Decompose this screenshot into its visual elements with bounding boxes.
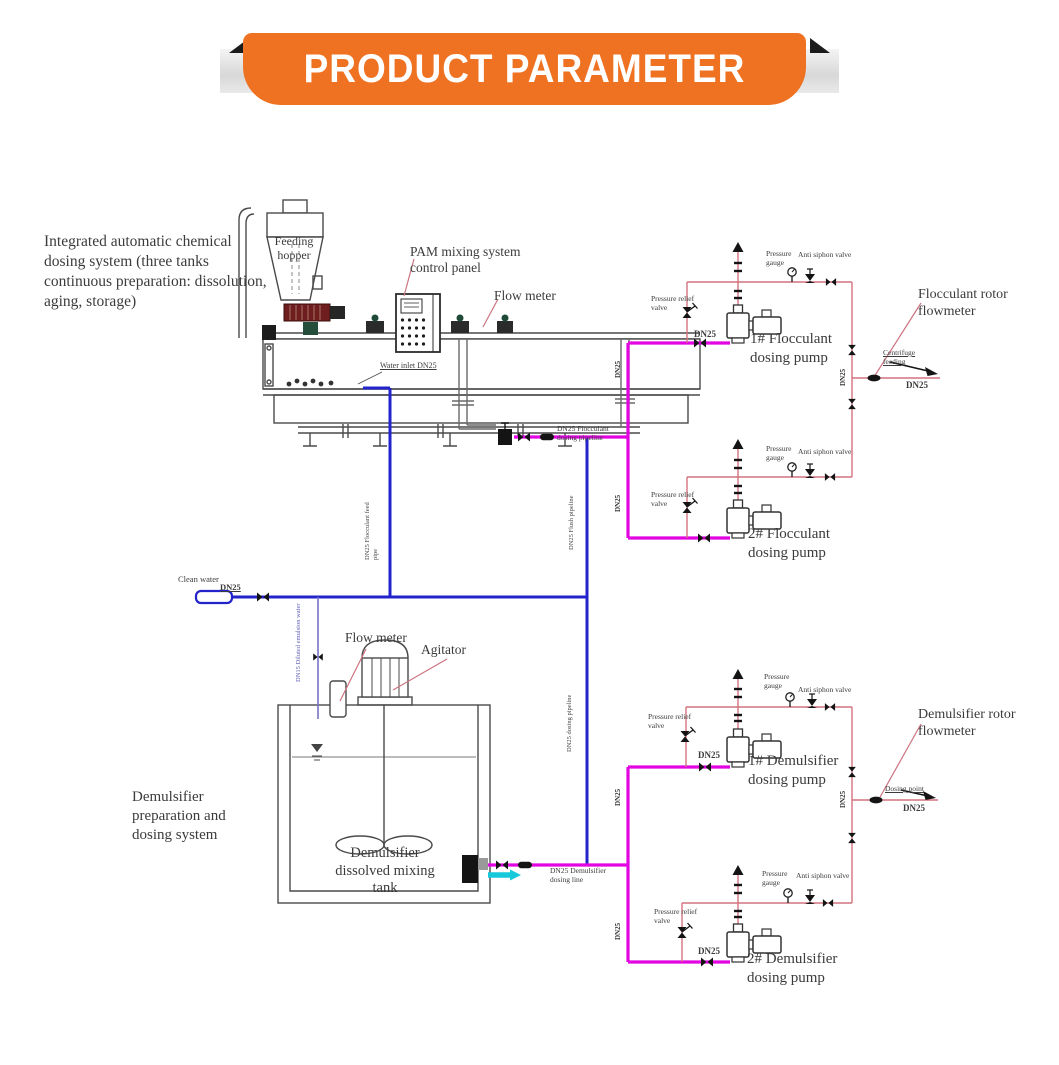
anti-siphon-label-f1: Anti siphon valve xyxy=(798,250,852,259)
anti-siphon-label-d2: Anti siphon valve xyxy=(796,871,850,880)
dn25-label: DN25 xyxy=(614,360,622,378)
flow-meter-label-top: Flow meter xyxy=(494,288,556,303)
dn25-label: DN25 xyxy=(614,494,622,512)
flocculant-feed-pipe-label: DN25 Flocculant feed pipe xyxy=(364,502,379,560)
rotor-flowmeter-icons xyxy=(867,374,883,804)
demulsifier-dosing-line-label: DN25 Demulsifier dosing line xyxy=(550,866,607,884)
pressure-gauge-label-f2: Pressure gauge xyxy=(766,444,792,462)
dn25-label: DN25 xyxy=(839,368,847,386)
flocculant-dosing-line-label: DN25 Flocculant dosing pipeline xyxy=(557,424,609,442)
dn25-label: DN25 xyxy=(903,803,925,813)
pam-panel-label: PAM mixing system control panel xyxy=(410,244,521,275)
water-inlet-label: Water inlet DN25 xyxy=(380,361,437,370)
pressure-gauge-label-d1: Pressure gauge xyxy=(764,672,790,690)
water-pipes xyxy=(194,386,589,865)
dn25-label: DN25 xyxy=(220,582,241,592)
pump-2-flocculant-label: 2# Flocculant dosing pump xyxy=(748,526,831,561)
relief-valve-label-d1: Pressure relief valve xyxy=(648,712,692,730)
clean-water-label: Clean water xyxy=(178,574,219,584)
feeding-hopper-label: Feeding hopper xyxy=(274,234,314,262)
dn25-label: DN25 xyxy=(614,788,622,806)
flow-meter-device xyxy=(329,680,347,718)
demulsifier-rotor-flowmeter-label: Demulsifier rotor flowmeter xyxy=(918,707,1016,739)
flocculant-rotor-flowmeter-label: Flocculant rotor flowmeter xyxy=(918,287,1008,319)
pump-1-flocculant-label: 1# Flocculant dosing pump xyxy=(750,331,833,366)
pressure-gauge-label-f1: Pressure gauge xyxy=(766,249,792,267)
relief-valve-label-f2: Pressure relief valve xyxy=(651,490,695,508)
pump-1-demulsifier-label: 1# Demulsifier dosing pump xyxy=(748,753,839,788)
dn25-label: DN25 xyxy=(694,329,716,339)
pump-2-demulsifier-label: 2# Demulsifier dosing pump xyxy=(747,951,838,986)
clean-water-nozzle xyxy=(194,589,234,605)
relief-valve-label-f1: Pressure relief valve xyxy=(651,294,695,312)
dn25-label: DN25 xyxy=(906,380,928,390)
flow-direction-arrows xyxy=(889,361,938,800)
relief-valve-label-d2: Pressure relief valve xyxy=(654,907,698,925)
control-panel xyxy=(395,293,441,353)
anti-siphon-label-f2: Anti siphon valve xyxy=(798,447,852,456)
mixing-tank-label: Demulsifier dissolved mixing tank xyxy=(335,845,435,896)
agitator-label: Agitator xyxy=(421,642,466,657)
label-leader-lines xyxy=(339,258,922,800)
section-title: PRODUCT PARAMETER xyxy=(303,46,746,91)
section-banner: PRODUCT PARAMETER xyxy=(243,33,806,105)
diluted-emulsion-line-label: DN15 Diluted emulsion water xyxy=(295,603,302,682)
pressure-gauge-label-d2: Pressure gauge xyxy=(762,869,788,887)
flow-meter-label-mid: Flow meter xyxy=(345,630,407,645)
dosing-point-label: Dosing point xyxy=(885,784,924,793)
hopper-feeder-and-fittings xyxy=(262,303,513,445)
demulsifier-tank xyxy=(277,639,491,904)
system2-description: Demulsifier preparation and dosing syste… xyxy=(132,789,226,843)
chemical-suction-pipes xyxy=(488,341,730,964)
dn25-label: DN25 xyxy=(698,750,720,760)
drain-arrow-icon xyxy=(510,869,521,881)
flush-pipeline-label: DN25 Flush pipeline xyxy=(568,495,575,550)
system1-description: Integrated automatic chemical dosing sys… xyxy=(44,233,267,310)
anti-siphon-label-d1: Anti siphon valve xyxy=(798,685,852,694)
dosing-pipeline-label: DN25 dosing pipeline xyxy=(566,694,573,752)
water-inlet-leader xyxy=(357,371,383,385)
tank-outlet xyxy=(462,855,478,883)
dn25-label: DN25 xyxy=(698,946,720,956)
dn25-label: DN25 xyxy=(614,922,622,940)
dosing-pump-icons xyxy=(726,304,782,963)
centrifuge-feeding-label: Centrifuge feeding xyxy=(883,348,916,366)
dn25-label: DN25 xyxy=(839,790,847,808)
